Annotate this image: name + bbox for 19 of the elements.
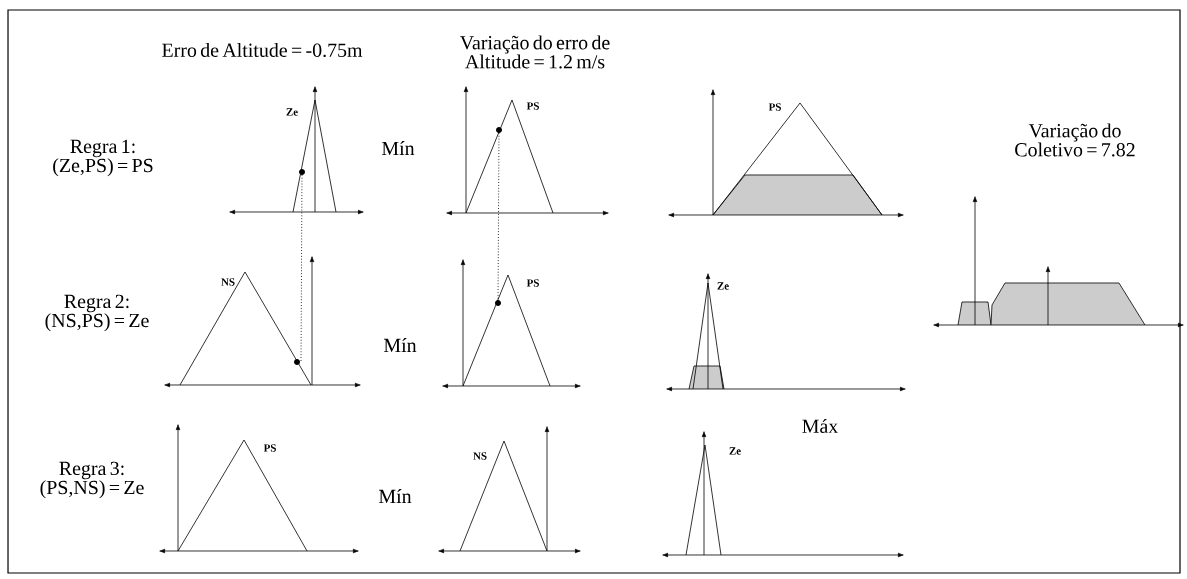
rule-label: Regra 3: (PS,NS) = Ze: [40, 461, 144, 499]
output-title: Variação do Coletivo = 7.82: [1015, 123, 1135, 157]
rule-label: Regra 1: (Ze,PS) = PS: [53, 139, 153, 177]
operator-label: Mín: [384, 338, 417, 352]
rule-label: Regra 2: (NS,PS) = Ze: [45, 294, 149, 332]
set-label: PS: [768, 103, 781, 111]
set-label: Ze: [717, 282, 729, 290]
operator-label: Máx: [802, 418, 838, 433]
set-label: Ze: [729, 447, 741, 455]
set-label: PS: [526, 102, 539, 110]
set-label: NS: [473, 452, 487, 460]
operator-label: Mín: [379, 489, 412, 503]
set-label: PS: [526, 279, 539, 287]
set-label: Ze: [286, 108, 298, 116]
input-title: Variação do erro de Altitude = 1.2 m/s: [460, 35, 610, 69]
set-label: NS: [221, 278, 235, 286]
set-label: PS: [263, 444, 276, 452]
input-title: Erro de Altitude = -0.75m: [162, 42, 363, 58]
operator-label: Mín: [382, 141, 415, 155]
